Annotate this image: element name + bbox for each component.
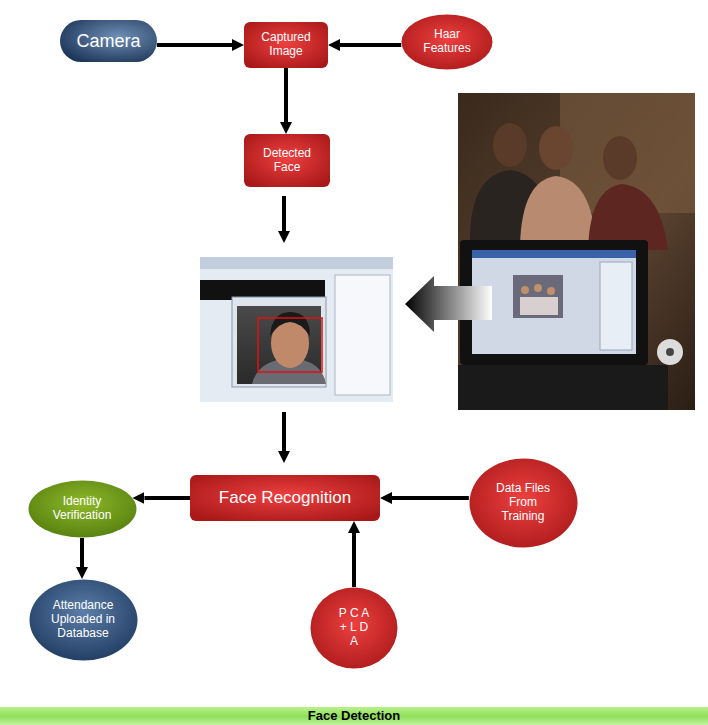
flow-arrow bbox=[352, 533, 356, 587]
image-window bbox=[232, 297, 326, 387]
person-head bbox=[493, 123, 527, 167]
process-box: Face Recognition bbox=[190, 475, 380, 521]
output-ellipse-fill bbox=[28, 481, 136, 538]
preview-head bbox=[547, 287, 555, 295]
process-box-fill bbox=[244, 134, 330, 187]
text-block: Captured Image bbox=[250, 31, 322, 59]
text-block: Face Recognition bbox=[219, 488, 351, 508]
side-panel bbox=[335, 275, 390, 395]
face-box bbox=[258, 318, 322, 372]
node-label: P C A + L D A bbox=[335, 607, 373, 648]
process-box-fill bbox=[244, 22, 328, 68]
webcam-lens bbox=[666, 348, 674, 356]
output-ellipse: Identity Verification bbox=[28, 480, 137, 538]
laptop-base bbox=[458, 365, 668, 410]
database-circle-fill bbox=[29, 580, 137, 661]
text-block: Detected Face bbox=[250, 147, 324, 175]
flow-arrow bbox=[282, 412, 286, 451]
text-block: P C A + L D A bbox=[335, 607, 373, 648]
input-circle: Data Files From Training bbox=[469, 458, 578, 548]
node-label: Haar Features bbox=[417, 28, 477, 56]
preview-bodies bbox=[520, 297, 558, 315]
method-circle-fill bbox=[311, 588, 398, 669]
window-bar bbox=[472, 250, 636, 258]
camera-pill: Camera bbox=[60, 20, 157, 62]
flow-arrow bbox=[282, 196, 286, 231]
method-circle: P C A + L D A bbox=[310, 587, 398, 669]
preview-image bbox=[513, 275, 563, 318]
person-head bbox=[539, 126, 573, 170]
node-label: Detected Face bbox=[250, 147, 324, 175]
photo-background bbox=[458, 93, 695, 410]
person-body bbox=[520, 176, 596, 245]
process-box-fill bbox=[190, 475, 380, 521]
node-label: Camera bbox=[76, 31, 140, 52]
person-head bbox=[603, 136, 637, 180]
footer-band-fill bbox=[0, 707, 708, 725]
camera-pill-fill bbox=[60, 20, 157, 62]
preview-head bbox=[534, 284, 542, 292]
flow-arrow bbox=[157, 43, 232, 47]
transition-arrow bbox=[405, 276, 492, 332]
input-ellipse-fill bbox=[402, 15, 493, 70]
node-label: Identity Verification bbox=[46, 495, 118, 523]
hair bbox=[270, 312, 310, 336]
process-box: Detected Face bbox=[244, 134, 330, 187]
footer-band: Face Detection bbox=[0, 707, 708, 725]
node-label: Face Detection bbox=[308, 709, 400, 724]
flow-arrow bbox=[284, 68, 288, 122]
text-block: Attendance Uploaded in Database bbox=[47, 599, 119, 640]
screenshot-illustration bbox=[200, 257, 393, 402]
node-label: Attendance Uploaded in Database bbox=[47, 599, 119, 640]
node-label: Face Recognition bbox=[219, 488, 351, 508]
database-circle: Attendance Uploaded in Database bbox=[29, 579, 138, 661]
text-block: Identity Verification bbox=[46, 495, 118, 523]
photo-illustration bbox=[458, 93, 695, 410]
node-label: Data Files From Training bbox=[487, 482, 559, 523]
laptop-display bbox=[472, 250, 636, 354]
input-ellipse: Haar Features bbox=[401, 14, 493, 70]
text-block: Camera bbox=[76, 31, 140, 52]
flow-arrow bbox=[80, 538, 84, 567]
toolbar bbox=[200, 257, 393, 269]
node-label: Captured Image bbox=[250, 31, 322, 59]
camera-frame bbox=[237, 306, 321, 384]
preview-head bbox=[521, 286, 529, 294]
flow-arrow bbox=[144, 496, 190, 500]
text-block: Face Detection bbox=[308, 709, 400, 724]
screenshot-background bbox=[200, 257, 393, 402]
input-circle-fill bbox=[469, 459, 577, 548]
process-box: Captured Image bbox=[244, 22, 328, 68]
webcam bbox=[657, 339, 683, 365]
side-panel bbox=[600, 262, 632, 350]
flow-arrow bbox=[340, 43, 401, 47]
flow-arrow bbox=[392, 496, 469, 500]
text-block: Data Files From Training bbox=[487, 482, 559, 523]
text-block: Haar Features bbox=[417, 28, 477, 56]
